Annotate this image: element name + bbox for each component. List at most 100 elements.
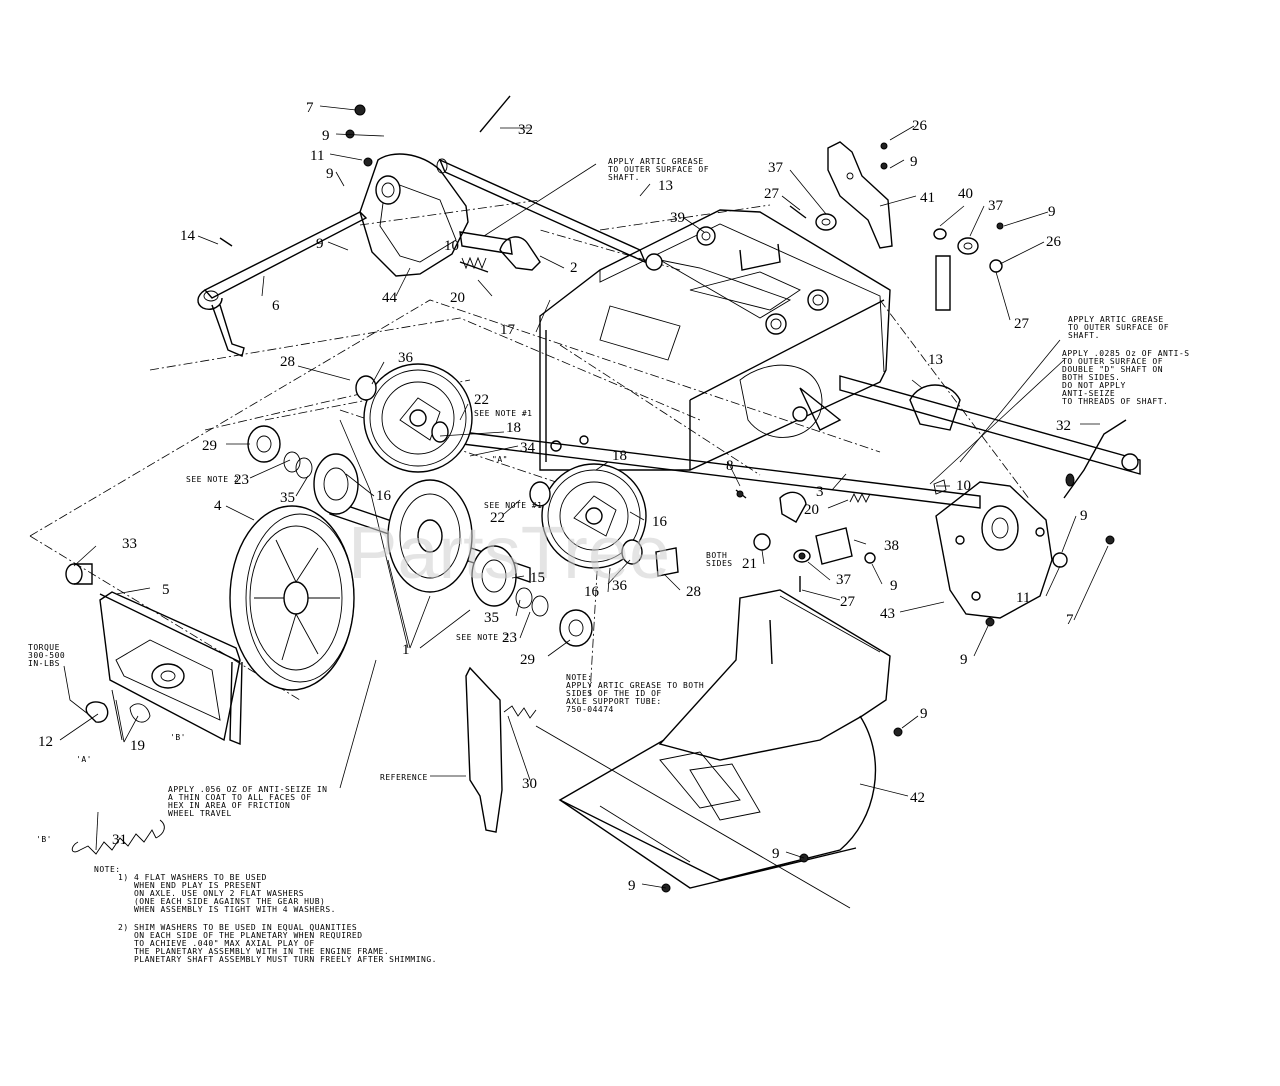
callout-37: 37 [988, 198, 1004, 214]
note-both-sides: BOTH SIDES [706, 551, 732, 568]
callout-16: 16 [376, 488, 392, 504]
svg-text:NOTE:: NOTE: [94, 865, 121, 874]
callout-30: 30 [522, 776, 537, 792]
callout-26: 26 [912, 118, 928, 134]
callout-29: 29 [202, 438, 217, 454]
callout-41: 41 [920, 190, 935, 206]
callout-40: 40 [958, 186, 973, 202]
callout-9: 9 [772, 846, 780, 862]
svg-text:NOTE:: NOTE: [566, 673, 593, 682]
note-label-b-spring: 'B' [36, 835, 52, 844]
svg-text:300-500: 300-500 [28, 651, 65, 660]
svg-text:PLANETARY SHAFT ASSEMBLY MUST: PLANETARY SHAFT ASSEMBLY MUST TURN FREEL… [118, 955, 437, 964]
note-axle-support: NOTE: APPLY ARTIC GREASE TO BOTH SIDES O… [566, 673, 704, 714]
callout-numbers: 7 9 11 9 14 9 6 44 32 10 13 2 20 17 39 3… [38, 100, 1088, 894]
note-see-note-2: SEE NOTE 2 [186, 475, 239, 484]
callout-17: 17 [500, 322, 516, 338]
callout-9: 9 [960, 652, 968, 668]
callout-10: 10 [956, 478, 971, 494]
svg-text:IN-LBS: IN-LBS [28, 659, 60, 668]
planetary-assembly [247, 425, 679, 647]
note-label-a: "A" [492, 455, 508, 464]
svg-text:WHEN END PLAY IS PRESENT: WHEN END PLAY IS PRESENT [118, 881, 262, 890]
callout-11: 11 [1016, 590, 1030, 606]
note-label-b-small: 'B' [170, 733, 186, 742]
note-see-note-2: SEE NOTE 2 [456, 633, 509, 642]
callout-1: 1 [402, 642, 410, 658]
callout-27: 27 [1014, 316, 1030, 332]
callout-29: 29 [520, 652, 535, 668]
svg-text:HEX IN AREA OF FRICTION: HEX IN AREA OF FRICTION [168, 801, 290, 810]
callout-18: 18 [506, 420, 521, 436]
svg-text:1) 4 FLAT WASHERS TO BE USED: 1) 4 FLAT WASHERS TO BE USED [118, 873, 267, 882]
svg-text:TO OUTER SURFACE OF: TO OUTER SURFACE OF [1062, 357, 1163, 366]
svg-text:TO THREADS OF SHAFT.: TO THREADS OF SHAFT. [1062, 397, 1168, 406]
svg-text:TO OUTER SURFACE OF: TO OUTER SURFACE OF [608, 165, 709, 174]
callout-37: 37 [836, 572, 852, 588]
top-cable-and-shafts [436, 95, 647, 273]
svg-text:AXLE SUPPORT TUBE:: AXLE SUPPORT TUBE: [566, 697, 662, 706]
left-gear-cover [345, 104, 469, 277]
callout-39: 39 [670, 210, 685, 226]
callout-21: 21 [742, 556, 757, 572]
svg-text:APPLY .0285 Oz OF ANTI-S: APPLY .0285 Oz OF ANTI-S [1062, 349, 1190, 358]
callout-9: 9 [1048, 204, 1056, 220]
svg-text:ON EACH SIDE OF THE PLANETARY: ON EACH SIDE OF THE PLANETARY WHEN REQUI… [118, 931, 363, 940]
svg-text:DO NOT APPLY: DO NOT APPLY [1062, 381, 1126, 390]
callout-43: 43 [880, 606, 895, 622]
svg-text:TO OUTER SURFACE OF: TO OUTER SURFACE OF [1068, 323, 1169, 332]
drive-pulley [229, 505, 355, 691]
center-small-parts [735, 479, 947, 592]
callout-9: 9 [890, 578, 898, 594]
svg-text:WHEN ASSEMBLY IS TIGHT WITH 4: WHEN ASSEMBLY IS TIGHT WITH 4 WASHERS. [118, 905, 336, 914]
callout-9: 9 [316, 236, 324, 252]
text-notes: APPLY ARTIC GREASE TO OUTER SURFACE OF S… [28, 157, 1190, 964]
callout-23: 23 [502, 630, 517, 646]
extension-spring [71, 819, 165, 855]
svg-text:THE PLANETARY ASSEMBLY WITH IN: THE PLANETARY ASSEMBLY WITH IN THE ENGIN… [118, 947, 389, 956]
callout-20: 20 [804, 502, 819, 518]
callout-4: 4 [214, 498, 222, 514]
svg-text:APPLY ARTIC GREASE: APPLY ARTIC GREASE [608, 157, 704, 166]
svg-text:ANTI-SEIZE: ANTI-SEIZE [1062, 389, 1115, 398]
callout-2: 2 [570, 260, 578, 276]
callout-9: 9 [1080, 508, 1088, 524]
watermark-text: PartsTree [348, 511, 670, 594]
reference-plate [465, 666, 851, 909]
svg-text:SHAFT.: SHAFT. [1068, 331, 1100, 340]
callout-20: 20 [450, 290, 465, 306]
svg-text:APPLY ARTIC GREASE TO BOTH: APPLY ARTIC GREASE TO BOTH [566, 681, 704, 690]
callout-37: 37 [768, 160, 784, 176]
callout-16: 16 [584, 584, 600, 600]
callout-13: 13 [658, 178, 673, 194]
callout-22: 22 [474, 392, 489, 408]
callout-9: 9 [322, 128, 330, 144]
callout-19: 19 [130, 738, 145, 754]
callout-12: 12 [38, 734, 53, 750]
note-antiseize-hex: APPLY .056 OZ OF ANTI-SEIZE IN A THIN CO… [168, 785, 328, 818]
right-bracket [789, 141, 1004, 311]
callout-7: 7 [1066, 612, 1074, 628]
right-gear-cover [935, 419, 1127, 627]
svg-text:(ONE EACH SIDE AGAINST THE GEA: (ONE EACH SIDE AGAINST THE GEAR HUB) [118, 897, 325, 906]
svg-text:SIDES OF THE ID OF: SIDES OF THE ID OF [566, 689, 662, 698]
svg-text:SHAFT.: SHAFT. [608, 173, 640, 182]
callout-22: 22 [490, 510, 505, 526]
svg-text:APPLY .056 OZ OF ANTI-SEIZE IN: APPLY .056 OZ OF ANTI-SEIZE IN [168, 785, 328, 794]
note-grease-right: APPLY ARTIC GREASE TO OUTER SURFACE OF S… [1068, 315, 1169, 340]
callout-27: 27 [840, 594, 856, 610]
callout-16: 16 [652, 514, 668, 530]
callout-9: 9 [910, 154, 918, 170]
callout-35: 35 [280, 490, 295, 506]
callout-32: 32 [1056, 418, 1071, 434]
shift-rod-assembly [197, 211, 368, 357]
callout-27: 27 [764, 186, 780, 202]
callout-32: 32 [518, 122, 533, 138]
callout-33: 33 [122, 536, 137, 552]
svg-text:TO ACHIEVE .040" MAX AXIAL PLA: TO ACHIEVE .040" MAX AXIAL PLAY OF [118, 939, 315, 948]
svg-text:WHEEL TRAVEL: WHEEL TRAVEL [168, 809, 232, 818]
callout-9: 9 [628, 878, 636, 894]
callout-38: 38 [884, 538, 899, 554]
svg-text:750-04474: 750-04474 [566, 705, 614, 714]
